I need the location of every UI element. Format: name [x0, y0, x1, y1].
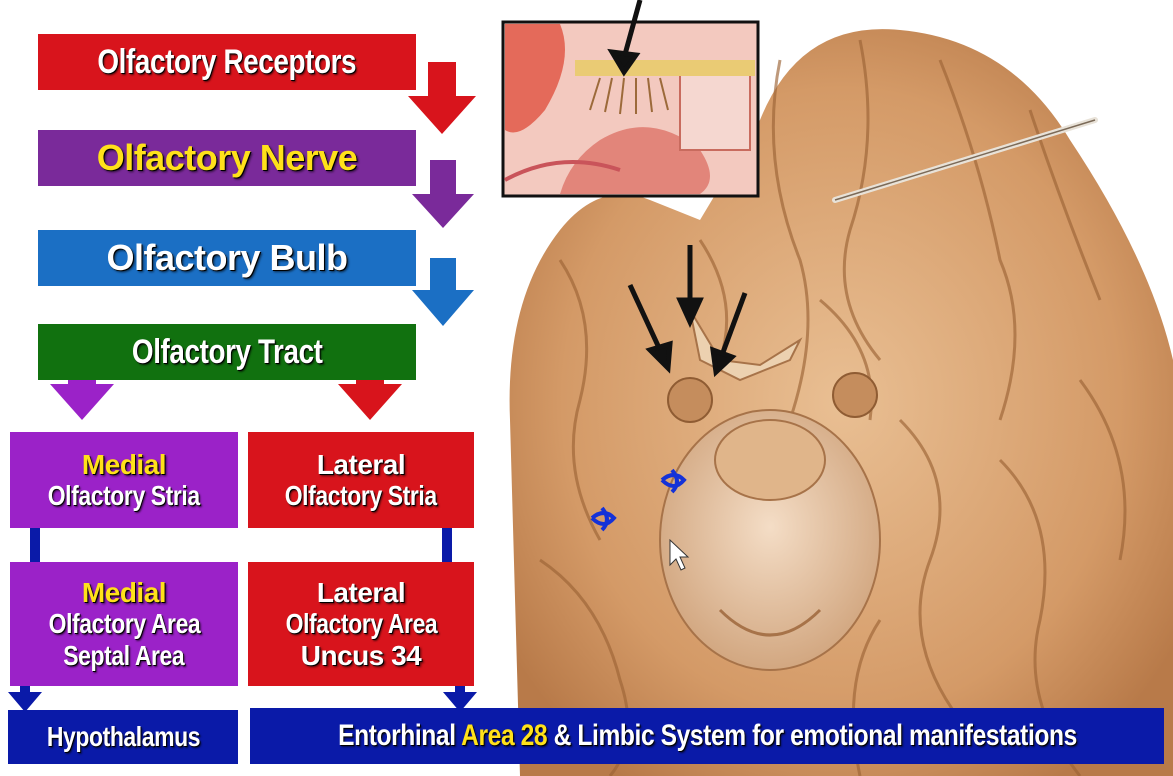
medial-stria-title: Medial: [82, 449, 166, 480]
olfactory-tract-box: Olfactory Tract: [38, 324, 416, 380]
septal-area-label: Septal Area: [64, 640, 185, 671]
limbic-system-label: & Limbic System for emotional manifestat…: [553, 719, 1076, 752]
hypothalamus-box: Hypothalamus: [8, 710, 238, 764]
entorhinal-line: Entorhinal Area 28 & Limbic System for e…: [338, 719, 1077, 753]
nasal-cavity-inset: [503, 22, 758, 196]
medial-area-box: Medial Olfactory Area Septal Area: [10, 562, 238, 686]
olfactory-tract-label: Olfactory Tract: [132, 333, 323, 371]
medial-stria-box: Medial Olfactory Stria: [10, 432, 238, 528]
lateral-stria-subtitle: Olfactory Stria: [285, 480, 437, 511]
lateral-stria-title: Lateral: [317, 449, 405, 480]
medial-area-title: Medial: [82, 577, 166, 608]
entorhinal-box: Entorhinal Area 28 & Limbic System for e…: [250, 708, 1164, 764]
lateral-stria-box: Lateral Olfactory Stria: [248, 432, 474, 528]
hypothalamus-label: Hypothalamus: [46, 721, 199, 752]
olfactory-nerve-label: Olfactory Nerve: [97, 138, 358, 178]
entorhinal-label: Entorhinal: [338, 719, 456, 752]
lateral-area-box: Lateral Olfactory Area Uncus 34: [248, 562, 474, 686]
lateral-area-title: Lateral: [317, 577, 405, 608]
olfactory-bulb-label: Olfactory Bulb: [106, 238, 347, 278]
olfactory-receptors-label: Olfactory Receptors: [98, 43, 357, 81]
medial-area-subtitle: Olfactory Area: [48, 608, 200, 639]
olfactory-nerve-box: Olfactory Nerve: [38, 130, 416, 186]
lateral-area-subtitle: Olfactory Area: [285, 608, 437, 639]
olfactory-bulb-box: Olfactory Bulb: [38, 230, 416, 286]
olfactory-receptors-box: Olfactory Receptors: [38, 34, 416, 90]
uncus-label: Uncus 34: [301, 640, 422, 671]
medial-stria-subtitle: Olfactory Stria: [48, 480, 200, 511]
area-28-label: Area 28: [461, 719, 547, 752]
